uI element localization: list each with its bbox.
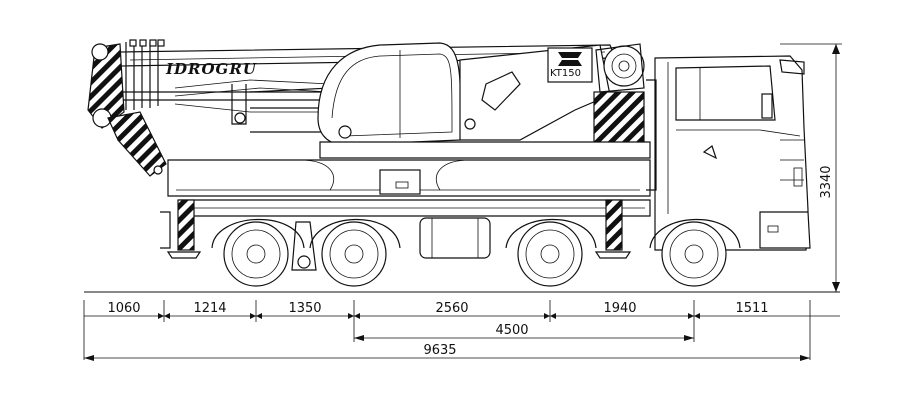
superstructure — [317, 42, 651, 159]
boom — [87, 39, 616, 177]
dim-segment-3: 1350 — [288, 301, 321, 316]
front-outrigger — [605, 199, 623, 251]
dim-wheelbase: 4500 — [495, 323, 528, 338]
fuel-tank — [419, 217, 491, 259]
suspension — [291, 221, 317, 271]
wheel-2 — [321, 221, 387, 287]
height-dimension — [780, 43, 842, 292]
dim-overall-length: 9635 — [423, 343, 456, 358]
chassis — [167, 159, 651, 217]
dim-segment-4: 2560 — [435, 301, 468, 316]
wheel-3 — [517, 221, 583, 287]
wheelbase-dimension-line — [354, 335, 694, 341]
overall-length-dimension-line — [84, 355, 810, 361]
wheel-4 — [661, 221, 727, 287]
dim-segment-5: 1940 — [603, 301, 636, 316]
winch-drum — [603, 45, 645, 87]
dim-segment-2: 1214 — [193, 301, 226, 316]
dim-segment-6: 1511 — [735, 301, 768, 316]
truck-cab — [646, 55, 811, 251]
segment-dimension-line — [83, 300, 840, 360]
dim-segment-1: 1060 — [107, 301, 140, 316]
dim-overall-height: 3340 — [819, 165, 834, 198]
model-label: KT150 — [550, 68, 581, 79]
wheel-1 — [223, 221, 289, 287]
rear-outrigger — [177, 199, 195, 251]
brand-label: IDROGRU — [165, 60, 257, 78]
